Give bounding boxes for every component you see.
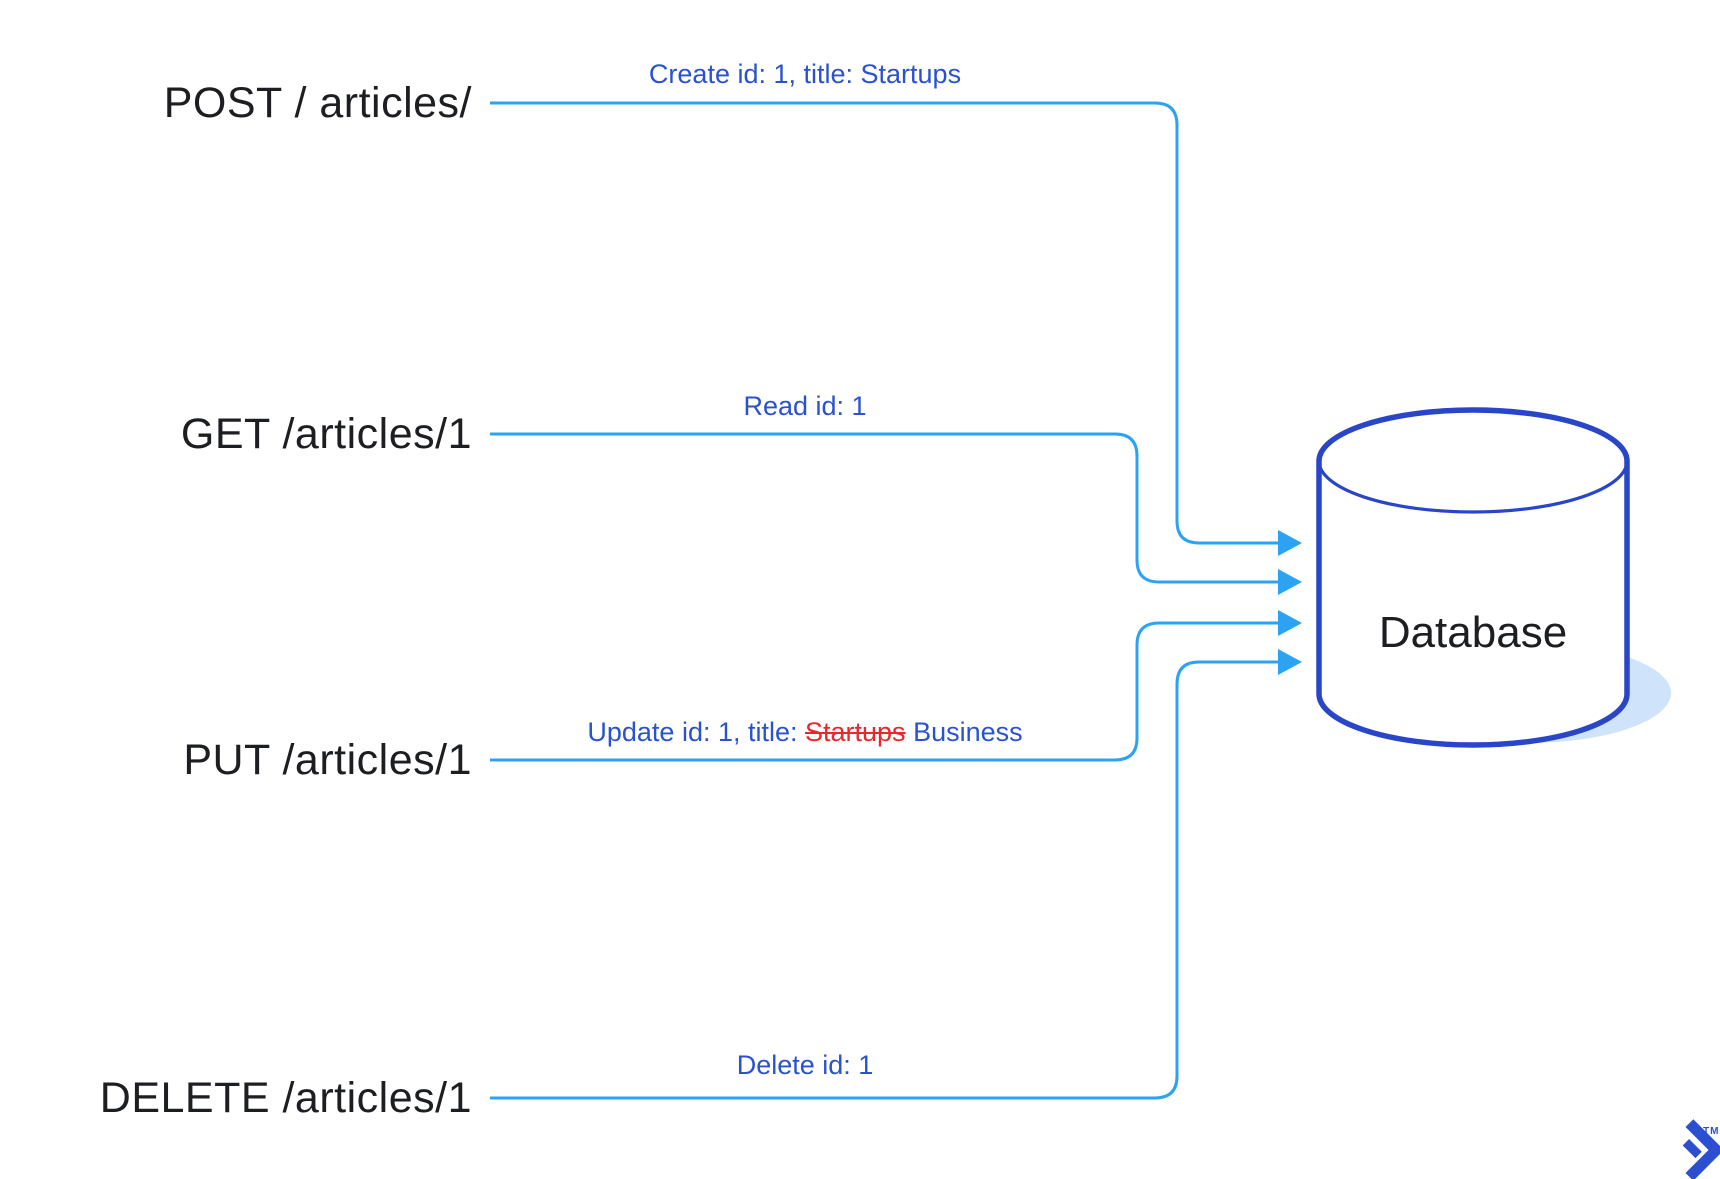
- database-cylinder: [1316, 407, 1630, 748]
- update-label-strikethrough: Startups: [805, 717, 906, 747]
- database-cylinder-top-rim: [1317, 460, 1629, 514]
- read-operation-label: Read id: 1: [743, 391, 867, 421]
- database-cylinder-body: [1316, 407, 1630, 748]
- post-arrowhead-icon: [1278, 530, 1302, 556]
- flow-lines: [490, 101, 1280, 1100]
- delete-method-label: DELETE /articles/1: [99, 1074, 472, 1122]
- update-operation-label: Update id: 1, title: Startups Business: [460, 718, 1150, 746]
- update-label-before: Update id: 1, title:: [587, 717, 805, 747]
- trademark-label: TM: [1703, 1126, 1720, 1137]
- post-flow-line: [490, 101, 1280, 545]
- put-flow-line: [490, 621, 1280, 762]
- delete-flow-line: [490, 660, 1280, 1100]
- put-method-label: PUT /articles/1: [183, 736, 472, 784]
- create-operation-label: Create id: 1, title: Startups: [648, 59, 962, 89]
- delete-arrowhead-icon: [1278, 649, 1302, 675]
- get-method-label: GET /articles/1: [180, 410, 472, 458]
- get-flow-line: [490, 432, 1280, 584]
- put-arrowhead-icon: [1278, 610, 1302, 636]
- post-method-label: POST / articles/: [163, 79, 472, 127]
- arrowheads: [1278, 530, 1302, 675]
- delete-operation-label: Delete id: 1: [736, 1050, 874, 1080]
- get-arrowhead-icon: [1278, 569, 1302, 595]
- database-label: Database: [1378, 608, 1568, 657]
- toptal-logo-icon: [1682, 1119, 1720, 1179]
- update-label-after: Business: [905, 717, 1023, 747]
